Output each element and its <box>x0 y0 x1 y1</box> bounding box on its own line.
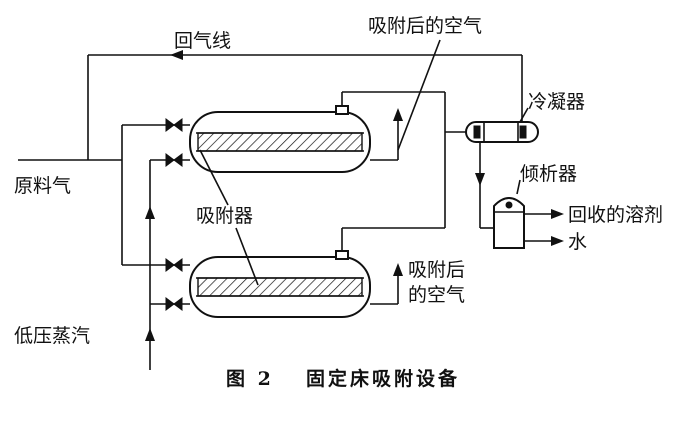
valve-steam-bottom <box>165 297 183 311</box>
adsorber-label: 吸附器 <box>196 205 253 227</box>
adsorber-leader-top <box>199 149 229 206</box>
adsorbed-air-top-label: 吸附后的空气 <box>368 15 482 37</box>
decanter-leader <box>516 179 521 195</box>
bottom-adsorber <box>189 250 371 318</box>
adsorbed-air-leader <box>397 39 441 151</box>
water-label: 水 <box>568 231 587 253</box>
adsorber-leader-bottom <box>235 227 259 286</box>
solvent-outlet-arrow <box>551 209 564 219</box>
figure-number: 图 2 <box>226 368 274 390</box>
low-pressure-steam-label: 低压蒸汽 <box>14 325 90 347</box>
valves <box>165 118 183 311</box>
valve-steam-top <box>165 153 183 167</box>
recovered-solvent-label: 回收的溶剂 <box>568 204 663 226</box>
adsorbed-air-right-label-2: 的空气 <box>408 284 465 306</box>
condenser-label: 冷凝器 <box>528 91 585 113</box>
top-vent-arrow <box>393 108 403 121</box>
valve-feed-bottom <box>165 258 183 272</box>
condenser <box>465 121 539 143</box>
water-outlet-arrow <box>551 236 564 246</box>
top-adsorber-nozzle <box>335 105 349 115</box>
condensate-arrow <box>475 173 485 186</box>
bottom-vent-arrow <box>393 263 403 276</box>
bottom-adsorber-nozzle <box>335 250 349 260</box>
valve-feed-top <box>165 118 183 132</box>
decanter <box>493 179 525 249</box>
return-gas-line-label: 回气线 <box>174 30 231 52</box>
top-adsorber-bed <box>197 132 363 152</box>
steam-arrow-upper <box>145 206 155 219</box>
figure-title: 固定床吸附设备 <box>306 367 460 390</box>
top-adsorber <box>189 105 371 173</box>
condenser-leader <box>519 107 529 123</box>
piping <box>18 39 564 370</box>
feed-gas-label: 原料气 <box>14 175 71 197</box>
steam-arrow-lower <box>145 328 155 341</box>
adsorbed-air-right-label-1: 吸附后 <box>408 259 465 281</box>
decanter-vessel <box>493 197 525 249</box>
decanter-label: 倾析器 <box>520 163 577 185</box>
bottom-adsorber-bed <box>197 277 363 297</box>
return-line-arrow <box>170 50 183 60</box>
